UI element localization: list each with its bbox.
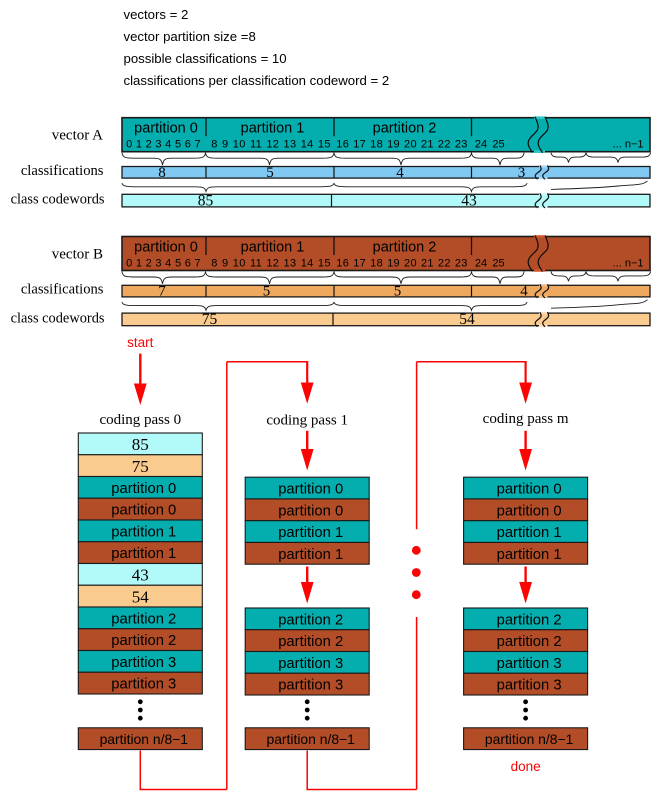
svg-text:partition 2: partition 2 <box>373 239 437 255</box>
svg-text:partition n/8−1: partition n/8−1 <box>100 731 189 747</box>
svg-text:75: 75 <box>132 457 149 476</box>
svg-text:43: 43 <box>461 192 477 209</box>
svg-text:vectors = 2: vectors = 2 <box>124 7 189 22</box>
svg-text:partition 1: partition 1 <box>241 239 305 255</box>
svg-text:partition 1: partition 1 <box>111 524 176 540</box>
svg-text:8 9 10 11 12 13 14 15: 8 9 10 11 12 13 14 15 <box>211 257 331 269</box>
svg-text:5: 5 <box>263 284 271 300</box>
svg-text:5: 5 <box>266 165 274 181</box>
svg-text:3: 3 <box>518 165 526 181</box>
svg-text:partition 0: partition 0 <box>134 239 198 255</box>
svg-text:partition 0: partition 0 <box>497 503 562 519</box>
svg-text:partition 1: partition 1 <box>497 547 562 563</box>
svg-text:partition 2: partition 2 <box>278 634 343 650</box>
svg-text:start: start <box>127 335 154 350</box>
svg-text:partition 2: partition 2 <box>111 611 176 627</box>
svg-text:partition 3: partition 3 <box>278 656 343 672</box>
svg-text:25: 25 <box>492 139 504 151</box>
svg-text:classifications per classifica: classifications per classification codew… <box>124 73 390 88</box>
svg-text:0 1 2 3 4 5 6 7: 0 1 2 3 4 5 6 7 <box>126 139 201 151</box>
svg-text:partition 2: partition 2 <box>278 612 343 628</box>
svg-text:partition 0: partition 0 <box>111 481 176 497</box>
svg-text:classifications: classifications <box>21 163 104 179</box>
svg-text:24: 24 <box>475 139 487 151</box>
svg-text:partition 0: partition 0 <box>278 503 343 519</box>
svg-text:43: 43 <box>132 566 149 585</box>
svg-text:partition 0: partition 0 <box>111 503 176 519</box>
svg-text:partition 1: partition 1 <box>278 547 343 563</box>
svg-text:classifications: classifications <box>21 282 104 298</box>
svg-text:... n−1: ... n−1 <box>613 139 644 151</box>
svg-text:done: done <box>511 759 541 774</box>
svg-text:partition 2: partition 2 <box>497 634 562 650</box>
svg-text:partition 3: partition 3 <box>497 678 562 694</box>
svg-text:coding pass m: coding pass m <box>483 411 569 427</box>
svg-text:75: 75 <box>202 311 218 328</box>
svg-text:partition 3: partition 3 <box>111 655 176 671</box>
svg-text:partition 3: partition 3 <box>111 677 176 693</box>
svg-text:16 17 18 19 20 21 22 23: 16 17 18 19 20 21 22 23 <box>336 257 467 269</box>
svg-text:vector B: vector B <box>52 246 103 262</box>
svg-text:8: 8 <box>158 165 166 181</box>
svg-text:partition 1: partition 1 <box>278 525 343 541</box>
svg-text:class codewords: class codewords <box>11 192 105 208</box>
svg-text:partition n/8−1: partition n/8−1 <box>266 731 355 747</box>
svg-text:4: 4 <box>520 284 528 300</box>
svg-text:vector partition size =8: vector partition size =8 <box>124 29 256 44</box>
svg-text:partition 2: partition 2 <box>111 633 176 649</box>
svg-text:0 1 2 3 4 5 6 7: 0 1 2 3 4 5 6 7 <box>126 257 201 269</box>
svg-text:... n−1: ... n−1 <box>613 257 644 269</box>
svg-text:85: 85 <box>132 435 149 454</box>
svg-text:partition n/8−1: partition n/8−1 <box>485 731 574 747</box>
svg-text:partition 0: partition 0 <box>497 482 562 498</box>
svg-text:partition 3: partition 3 <box>497 656 562 672</box>
svg-text:partition 0: partition 0 <box>278 482 343 498</box>
svg-text:24: 24 <box>475 257 487 269</box>
svg-text:possible classifications = 10: possible classifications = 10 <box>124 51 287 66</box>
svg-text:4: 4 <box>396 165 404 181</box>
svg-text:partition 3: partition 3 <box>278 678 343 694</box>
svg-text:8 9 10 11 12 13 14 15: 8 9 10 11 12 13 14 15 <box>211 139 331 151</box>
svg-text:partition 1: partition 1 <box>111 546 176 562</box>
svg-text:partition 0: partition 0 <box>134 121 198 137</box>
svg-text:54: 54 <box>132 587 150 606</box>
svg-text:85: 85 <box>198 192 214 209</box>
svg-text:coding pass 0: coding pass 0 <box>99 412 181 428</box>
svg-text:partition 2: partition 2 <box>497 612 562 628</box>
svg-text:partition 1: partition 1 <box>241 121 305 137</box>
svg-text:coding pass 1: coding pass 1 <box>266 413 348 429</box>
svg-text:vector A: vector A <box>52 128 103 144</box>
svg-text:class codewords: class codewords <box>11 311 105 327</box>
svg-text:5: 5 <box>394 284 402 300</box>
svg-text:7: 7 <box>158 284 166 300</box>
svg-text:partition 1: partition 1 <box>497 525 562 541</box>
svg-text:partition 2: partition 2 <box>373 121 437 137</box>
svg-text:25: 25 <box>492 257 504 269</box>
svg-text:54: 54 <box>459 311 475 328</box>
svg-text:16 17 18 19 20 21 22 23: 16 17 18 19 20 21 22 23 <box>336 139 467 151</box>
